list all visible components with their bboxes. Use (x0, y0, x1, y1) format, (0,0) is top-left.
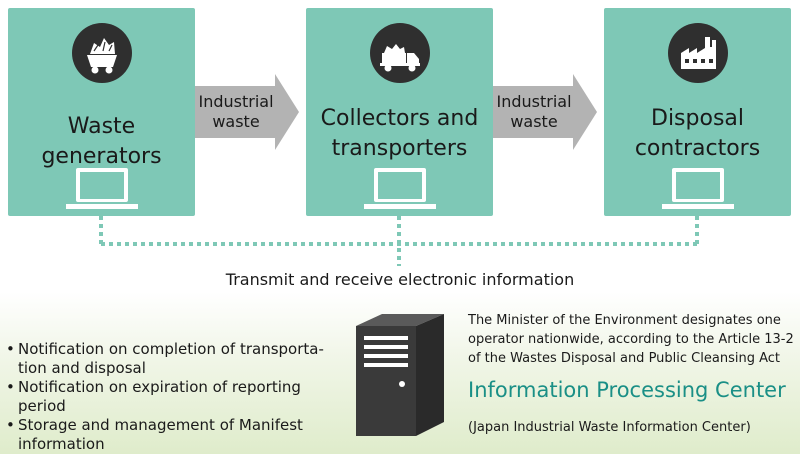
factory-icon (667, 23, 728, 83)
laptop-icon (65, 168, 138, 209)
list-item: • Notification on completion of transpor… (6, 340, 351, 378)
node-disposal-contractors: Disposal contractors (604, 8, 791, 216)
designation-line3: of the Wastes Disposal and Public Cleans… (468, 351, 780, 366)
node-collectors-transporters: Collectors and transporters (306, 8, 493, 216)
notification-list: • Notification on completion of transpor… (6, 340, 351, 454)
list-item: • Storage and management of Manifest inf… (6, 416, 351, 454)
arrow-label-line1: Industrial (496, 92, 572, 111)
list-item-line1: Notification on expiration of reporting … (18, 378, 301, 415)
arrow-label: Industrial waste (493, 92, 575, 132)
laptop-icon (661, 168, 734, 209)
designation-line2: operator nationwide, according to the Ar… (468, 332, 794, 347)
bullet: • (6, 416, 15, 434)
list-item-line1: Notification on completion of transporta… (18, 340, 324, 358)
bullet: • (6, 378, 15, 396)
center-title: Information Processing Center (468, 378, 786, 402)
node-waste-generators: Waste generators (8, 8, 195, 216)
flow-arrow: Industrial waste (195, 74, 303, 150)
node-label: Collectors and transporters (306, 104, 493, 164)
truck-icon (369, 23, 430, 83)
arrow-label-line2: waste (212, 112, 260, 131)
flow-arrow: Industrial waste (493, 74, 601, 150)
arrow-label: Industrial waste (195, 92, 277, 132)
laptop-icon (363, 168, 436, 209)
center-subtitle: (Japan Industrial Waste Information Cent… (468, 420, 751, 435)
list-item-line2: information (18, 435, 105, 453)
node-label: Disposal contractors (604, 104, 791, 164)
arrow-shape (195, 74, 299, 150)
dotted-connector (99, 216, 699, 266)
server-icon (356, 314, 444, 436)
designation-text: The Minister of the Environment designat… (468, 311, 798, 368)
designation-line1: The Minister of the Environment designat… (468, 313, 781, 328)
list-item-line2: tion and disposal (18, 359, 146, 377)
bullet: • (6, 340, 15, 358)
node-label: Waste generators (41, 114, 162, 169)
list-item-line1: Storage and management of Manifest (18, 416, 303, 434)
connection-label: Transmit and receive electronic informat… (225, 270, 575, 289)
arrow-shape (493, 74, 597, 150)
arrow-label-line2: waste (510, 112, 558, 131)
node-label-line2: contractors (634, 136, 761, 161)
arrow-label-line1: Industrial (198, 92, 274, 111)
node-label-line2: transporters (331, 136, 468, 161)
list-item: • Notification on expiration of reportin… (6, 378, 351, 416)
node-label-line1: Collectors and (320, 106, 479, 131)
mine-cart-icon (71, 23, 132, 83)
node-label-line1: Disposal (651, 106, 744, 131)
